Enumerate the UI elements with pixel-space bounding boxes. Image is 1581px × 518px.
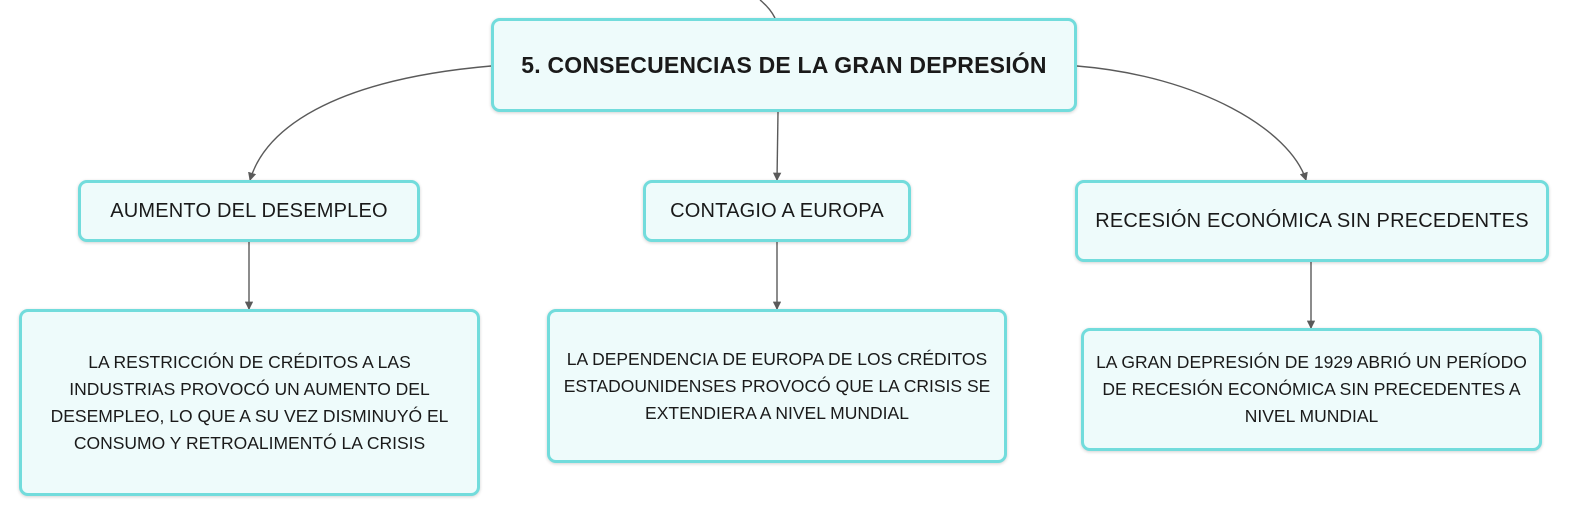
detail-node-contagio-europa[interactable]: LA DEPENDENCIA DE EUROPA DE LOS CRÉDITOS…	[547, 309, 1007, 463]
root-topic-node[interactable]: 5. CONSECUENCIAS DE LA GRAN DEPRESIÓN	[491, 18, 1077, 112]
connector-root-to-desempleo	[248, 65, 492, 182]
connector-root-to-recesion	[1076, 65, 1308, 181]
detail-node-aumento-desempleo[interactable]: LA RESTRICCIÓN DE CRÉDITOS A LAS INDUSTR…	[19, 309, 480, 496]
connector-incoming-root	[759, 0, 776, 19]
detail-text: LA RESTRICCIÓN DE CRÉDITOS A LAS INDUSTR…	[50, 351, 449, 453]
topic-node-aumento-desempleo[interactable]: AUMENTO DEL DESEMPLEO	[78, 180, 420, 242]
detail-text: LA GRAN DEPRESIÓN DE 1929 ABRIÓ UN PERÍO…	[1096, 352, 1527, 426]
connector-root-to-contagio	[772, 111, 782, 182]
topic-node-recesion-economica[interactable]: RECESIÓN ECONÓMICA SIN PRECEDENTES	[1075, 180, 1549, 262]
topic-label: RECESIÓN ECONÓMICA SIN PRECEDENTES	[1095, 209, 1529, 232]
topic-node-contagio-europa[interactable]: CONTAGIO A EUROPA	[643, 180, 911, 242]
root-topic-label: 5. CONSECUENCIAS DE LA GRAN DEPRESIÓN	[521, 51, 1047, 78]
topic-label: AUMENTO DEL DESEMPLEO	[110, 199, 388, 222]
topic-label: CONTAGIO A EUROPA	[670, 199, 884, 222]
detail-node-recesion-economica[interactable]: LA GRAN DEPRESIÓN DE 1929 ABRIÓ UN PERÍO…	[1081, 328, 1542, 451]
detail-text: LA DEPENDENCIA DE EUROPA DE LOS CRÉDITOS…	[563, 348, 991, 423]
